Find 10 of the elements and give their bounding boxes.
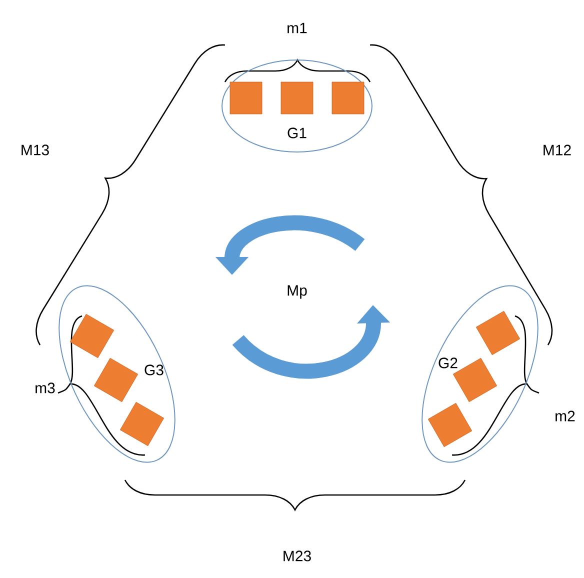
square bbox=[280, 82, 314, 114]
square bbox=[230, 82, 262, 114]
label: m1 bbox=[288, 22, 307, 34]
label: M23 bbox=[284, 550, 311, 562]
label: m2 bbox=[556, 410, 575, 422]
label: m3 bbox=[36, 382, 55, 394]
label: M13 bbox=[22, 144, 49, 156]
label: Mp bbox=[288, 285, 307, 299]
label: M12 bbox=[544, 144, 571, 156]
square bbox=[332, 82, 364, 114]
